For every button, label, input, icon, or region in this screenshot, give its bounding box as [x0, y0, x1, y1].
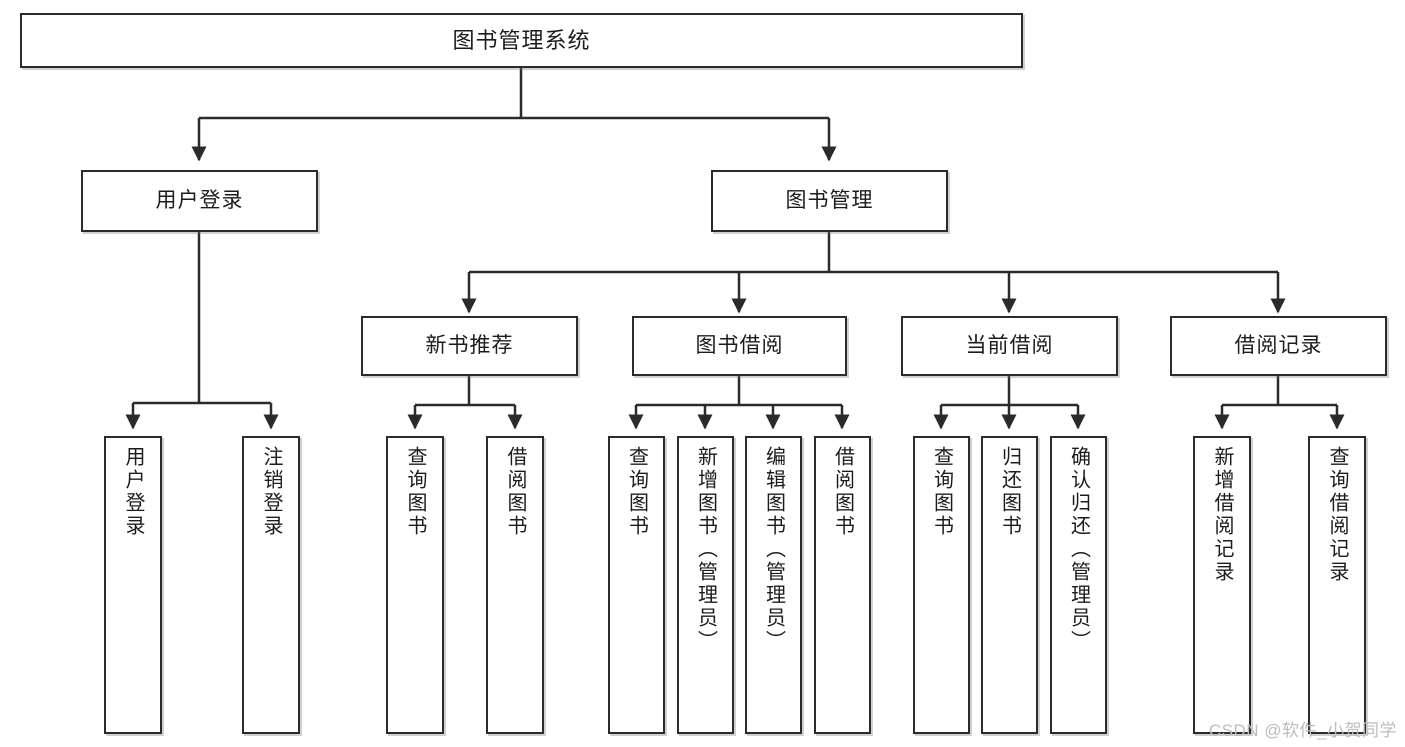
node-leaf-borrow-book-newbook[interactable]: 借阅图书 [486, 436, 544, 734]
node-label: 图书管理 [785, 188, 874, 212]
node-label: 用户登录 [122, 446, 144, 538]
node-leaf-query-book-current[interactable]: 查询图书 [913, 436, 970, 734]
node-label: 确认归还（管理员） [1067, 446, 1090, 653]
node-current-borrowing[interactable]: 当前借阅 [901, 316, 1118, 376]
node-new-book-recommendation[interactable]: 新书推荐 [361, 316, 578, 376]
node-book-management[interactable]: 图书管理 [711, 170, 948, 232]
node-leaf-user-login[interactable]: 用户登录 [104, 436, 162, 734]
watermark-text: CSDN @软件_小贺同学 [1208, 721, 1397, 740]
node-label: 编辑图书（管理员） [762, 446, 785, 653]
node-label: 查询图书 [404, 446, 426, 538]
node-leaf-query-borrow-record[interactable]: 查询借阅记录 [1308, 436, 1366, 734]
node-leaf-return-book[interactable]: 归还图书 [981, 436, 1038, 734]
node-leaf-query-book-newbook[interactable]: 查询图书 [386, 436, 444, 734]
node-book-borrowing[interactable]: 图书借阅 [632, 316, 847, 376]
node-label: 当前借阅 [965, 333, 1054, 357]
node-label: 图书借阅 [695, 333, 784, 357]
node-leaf-confirm-return-admin[interactable]: 确认归还（管理员） [1050, 436, 1107, 734]
node-label: 用户登录 [155, 188, 244, 212]
node-label: 查询借阅记录 [1326, 446, 1348, 584]
node-label: 归还图书 [998, 446, 1021, 538]
node-root-book-management-system[interactable]: 图书管理系统 [20, 13, 1023, 68]
node-label: 借阅记录 [1234, 333, 1323, 357]
node-borrowing-record[interactable]: 借阅记录 [1170, 316, 1387, 376]
node-leaf-add-book-admin[interactable]: 新增图书（管理员） [677, 436, 734, 734]
node-label: 借阅图书 [504, 446, 526, 538]
node-label: 新书推荐 [425, 333, 514, 357]
node-user-login[interactable]: 用户登录 [81, 170, 318, 232]
node-leaf-add-borrow-record[interactable]: 新增借阅记录 [1193, 436, 1251, 734]
node-leaf-logout[interactable]: 注销登录 [242, 436, 300, 734]
node-leaf-borrow-book[interactable]: 借阅图书 [814, 436, 871, 734]
node-label: 新增借阅记录 [1211, 446, 1233, 584]
node-label: 借阅图书 [831, 446, 854, 538]
node-label: 查询图书 [625, 446, 648, 538]
node-label: 图书管理系统 [452, 27, 591, 53]
node-label: 新增图书（管理员） [694, 446, 717, 653]
node-leaf-edit-book-admin[interactable]: 编辑图书（管理员） [745, 436, 802, 734]
node-leaf-query-book-borrow[interactable]: 查询图书 [608, 436, 665, 734]
node-label: 查询图书 [930, 446, 953, 538]
node-label: 注销登录 [260, 446, 282, 538]
